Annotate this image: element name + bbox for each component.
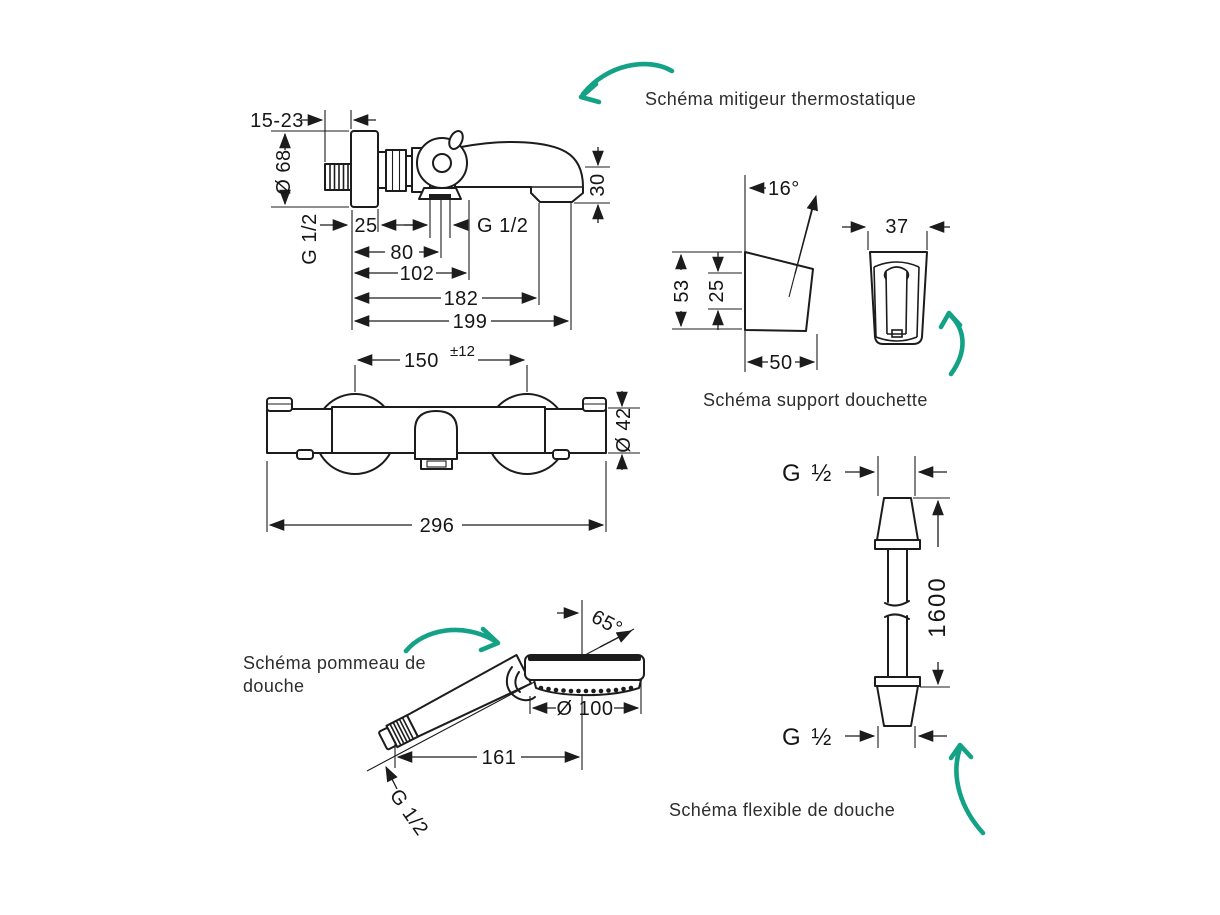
holder-label-arrow-icon	[938, 310, 965, 377]
cartridge-foot-detail	[426, 460, 447, 468]
dim-head-thread: G 1/2	[385, 785, 433, 840]
dim-total-reach: 199	[453, 311, 488, 333]
right-screw-boss	[552, 449, 570, 460]
mixer-front-dimensions: 150 ±12 Ø 42 296	[266, 343, 640, 537]
hose-label-arrow-icon	[948, 742, 986, 836]
left-handle	[266, 408, 333, 454]
hose-diagram: G ½ 1600 G ½	[782, 456, 951, 751]
dim-spray-diameter: Ø 100	[557, 698, 614, 720]
head-label-line1: Schéma pommeau de	[243, 653, 426, 673]
mixer-label-arrow-icon	[578, 61, 675, 105]
head-diagram: 65° Ø 100 161 G 1/2	[366, 600, 645, 840]
mixer-front-drawing	[266, 393, 607, 475]
dim-spout-drop: 30	[587, 173, 609, 196]
dim-hose-length: 1600	[924, 576, 951, 637]
hose-label: Schéma flexible de douche	[669, 800, 895, 820]
handle-knob	[448, 130, 464, 150]
hose-dimensions: G ½ 1600 G ½	[782, 456, 951, 751]
dim-handle-offset: 80	[390, 242, 413, 264]
dim-hose-bottom-thread: G ½	[782, 724, 833, 751]
dim-holder-inset: 25	[706, 279, 728, 302]
head-label-line2: douche	[243, 676, 304, 696]
dim-plate-width: 25	[354, 215, 377, 237]
holder-label: Schéma support douchette	[703, 390, 928, 410]
mixer-side-diagram: 15-23 Ø 68 G 1/2 25 G 1/2 80 102 182 199…	[250, 110, 610, 333]
mixer-side-dimensions: 15-23 Ø 68 G 1/2 25 G 1/2 80 102 182 199…	[250, 110, 610, 333]
head-collar	[505, 666, 536, 702]
hose-bottom-cone	[876, 685, 919, 727]
holder-diagram: 16° 53 25 50 37	[671, 175, 950, 374]
left-screw-boss	[296, 449, 314, 460]
escutcheon-plate	[350, 130, 379, 208]
dim-body-diameter: Ø 42	[613, 407, 635, 452]
dim-outlet-thread: G 1/2	[477, 215, 528, 237]
head-collar-inner	[514, 671, 521, 693]
holder-front-detail	[873, 261, 920, 342]
cartridge-foot	[420, 458, 453, 470]
dim-spout-reach: 182	[444, 288, 479, 310]
union-nut	[385, 149, 407, 192]
dim-holder-depth: 37	[885, 216, 908, 238]
head-label-arrow-icon	[403, 626, 501, 654]
dim-wall-depth: 15-23	[250, 110, 304, 132]
stem	[377, 151, 387, 189]
dim-head-angle: 65°	[588, 606, 626, 640]
hose-bottom-collar	[874, 676, 921, 687]
outlet-opening	[429, 194, 451, 199]
hose-drawing	[874, 497, 921, 727]
cartridge-dome	[414, 410, 458, 460]
holder-side-view	[744, 251, 814, 332]
handle-hub	[432, 153, 452, 173]
dim-holder-angle: 16°	[768, 178, 800, 200]
spout	[454, 141, 584, 203]
hose-tube	[884, 548, 910, 678]
mixer-label: Schéma mitigeur thermostatique	[645, 89, 916, 109]
dim-centers-tolerance: ±12	[450, 343, 475, 360]
wall-nipple	[324, 163, 352, 191]
dim-inlet-thread: G 1/2	[299, 213, 321, 264]
mixer-side-drawing	[324, 130, 584, 258]
hose-top-cone	[876, 497, 919, 541]
dim-hose-top-thread: G ½	[782, 460, 833, 487]
dim-head-length: 161	[482, 747, 517, 769]
hose-top-collar	[874, 539, 921, 550]
head-top-band	[528, 655, 641, 661]
head-drawing	[366, 600, 645, 772]
dim-holder-width: 50	[769, 352, 792, 374]
mixer-front-diagram: 150 ±12 Ø 42 296	[266, 343, 640, 537]
thread-hatch	[329, 164, 349, 190]
head-handle	[378, 654, 533, 751]
holder-dimensions: 16° 53 25 50 37	[671, 178, 950, 374]
spray-nozzles	[538, 685, 634, 694]
dim-total-width: 296	[420, 515, 455, 537]
holder-drawing	[744, 175, 928, 372]
right-handle	[544, 408, 607, 454]
dim-centers: 150	[404, 350, 439, 372]
dim-escutcheon-diameter: Ø 68	[273, 149, 295, 194]
dim-outlet-offset: 102	[400, 263, 435, 285]
dim-holder-height: 53	[671, 279, 693, 302]
